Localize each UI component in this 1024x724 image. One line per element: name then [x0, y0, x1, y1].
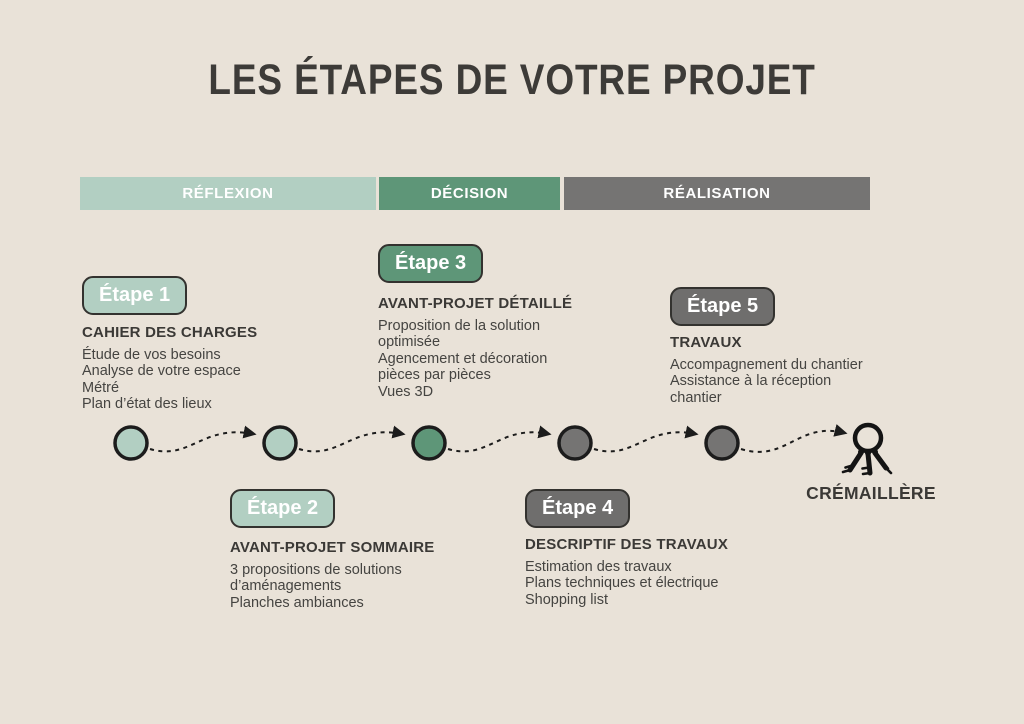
- title-wrap: LES ÉTAPES DE VOTRE PROJET: [0, 56, 1024, 105]
- step-heading: DESCRIPTIF DES TRAVAUX: [525, 536, 729, 553]
- step-line: optimisée: [378, 334, 441, 350]
- step-text-5: TRAVAUX Accompagnement du chantier Assis…: [670, 334, 863, 406]
- step-line: Analyse de votre espace: [82, 363, 241, 379]
- keys-icon: [841, 422, 893, 476]
- timeline-dot-4: [557, 425, 593, 461]
- step-line: Shopping list: [525, 591, 609, 608]
- step-badge-3: Étape 3: [378, 244, 484, 283]
- step-heading: TRAVAUX: [670, 334, 742, 351]
- timeline-dot-3: [411, 425, 447, 461]
- step-line: Plan d’état des lieux: [82, 396, 212, 412]
- step-line: Estimation des travaux: [525, 558, 672, 575]
- step-heading: CAHIER DES CHARGES: [82, 324, 258, 341]
- phase-label: RÉFLEXION: [182, 185, 274, 202]
- timeline-dot-5: [704, 425, 740, 461]
- timeline-connectors: [149, 424, 848, 453]
- step-line: Proposition de la solution: [378, 317, 541, 334]
- milestone-label: CRÉMAILLÈRE: [806, 483, 936, 503]
- step-text-2: AVANT-PROJET SOMMAIRE 3 propositions de …: [230, 539, 435, 611]
- step-line: Plans techniques et électrique: [525, 575, 719, 591]
- step-line: Assistance à la réception: [670, 373, 832, 389]
- phase-bar-reflexion: RÉFLEXION: [80, 177, 376, 210]
- step-line: pièces par pièces: [378, 367, 491, 383]
- step-line: Métré: [82, 379, 120, 396]
- phase-bar-realisation: RÉALISATION: [564, 177, 870, 210]
- timeline: [113, 422, 893, 476]
- timeline-dot-2: [262, 425, 298, 461]
- step-text-3: AVANT-PROJET DÉTAILLÉ Proposition de la …: [378, 295, 573, 400]
- step-text-1: CAHIER DES CHARGES Étude de vos besoins …: [82, 324, 258, 413]
- timeline-dots: [113, 425, 740, 461]
- step-line: Vues 3D: [378, 383, 434, 400]
- step-text-4: DESCRIPTIF DES TRAVAUX Estimation des tr…: [525, 536, 729, 608]
- step-heading: AVANT-PROJET SOMMAIRE: [230, 539, 435, 556]
- step-line: Étude de vos besoins: [82, 346, 221, 363]
- step-badge-5: Étape 5: [670, 287, 776, 326]
- step-line: Accompagnement du chantier: [670, 356, 863, 373]
- phase-label: DÉCISION: [430, 185, 509, 202]
- step-line: chantier: [670, 389, 722, 406]
- step-line: Agencement et décoration: [378, 350, 548, 367]
- phase-bar-decision: DÉCISION: [379, 177, 560, 210]
- step-line: Planches ambiances: [230, 594, 364, 611]
- step-badge-1: Étape 1: [82, 276, 188, 315]
- step-line: d’aménagements: [230, 578, 342, 594]
- timeline-dot-1: [113, 425, 149, 461]
- step-heading: AVANT-PROJET DÉTAILLÉ: [378, 295, 573, 312]
- page-title: LES ÉTAPES DE VOTRE PROJET: [208, 56, 816, 104]
- step-badge-4: Étape 4: [525, 489, 631, 528]
- step-badge-2: Étape 2: [230, 489, 336, 528]
- step-line: 3 propositions de solutions: [230, 561, 402, 578]
- phase-label: RÉALISATION: [663, 185, 771, 202]
